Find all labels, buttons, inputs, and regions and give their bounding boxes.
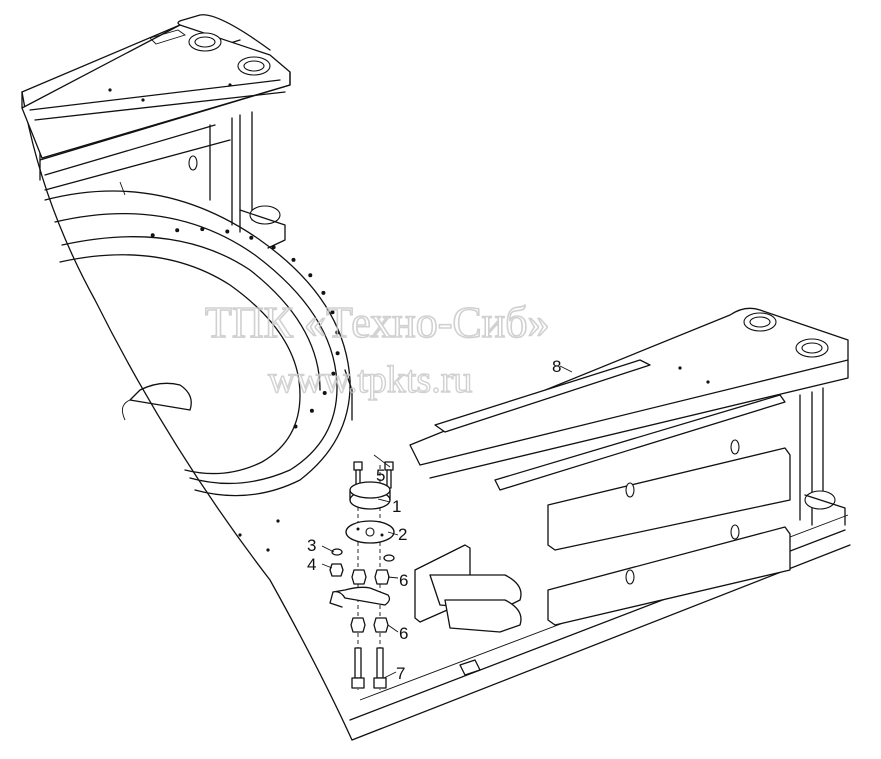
- callout-2: 2: [398, 525, 407, 544]
- callout-8: 8: [552, 357, 561, 376]
- slewing-ring: [44, 190, 353, 497]
- callout-1: 1: [392, 497, 401, 516]
- callout-4: 4: [307, 555, 316, 574]
- ring-bolt-hole: [335, 351, 340, 356]
- upper-arm: [21, 14, 291, 249]
- ring-bolt-hole: [225, 229, 230, 234]
- callout-6-upper: 6: [399, 571, 408, 590]
- ring-bolt-hole: [150, 233, 155, 238]
- callouts: 1 2 3 4 5 6 6 7 8: [307, 357, 561, 683]
- right-arm: [409, 307, 849, 676]
- ring-bolt-hole: [335, 330, 340, 335]
- ring-bolt-hole: [321, 290, 326, 295]
- ring-bolt-hole: [293, 424, 298, 429]
- ring-bolt-hole: [249, 235, 254, 240]
- fastener-stack: [329, 461, 395, 690]
- callout-6-lower: 6: [399, 624, 408, 643]
- ring-bolt-hole: [175, 228, 180, 233]
- ring-bolt-hole: [200, 227, 205, 232]
- callout-3: 3: [307, 536, 316, 555]
- ring-bolt-hole: [309, 408, 314, 413]
- ring-bolt-hole: [308, 273, 313, 278]
- ring-bolt-hole: [271, 245, 276, 250]
- leader-lines: [321, 365, 573, 679]
- ring-bolt-hole: [291, 257, 296, 262]
- callout-5: 5: [376, 466, 385, 485]
- ring-bolt-holes: [150, 227, 340, 429]
- watermark-url: www.tpkts.ru: [268, 359, 472, 401]
- ring-bolt-hole: [331, 371, 336, 376]
- plate-holes: [238, 519, 280, 552]
- callout-7: 7: [396, 664, 405, 683]
- ring-bolt-hole: [330, 310, 335, 315]
- watermark: ТПК «Техно-Сиб» www.tpkts.ru: [204, 297, 550, 402]
- watermark-company: ТПК «Техно-Сиб»: [205, 298, 550, 347]
- ring-bolt-hole: [322, 391, 327, 395]
